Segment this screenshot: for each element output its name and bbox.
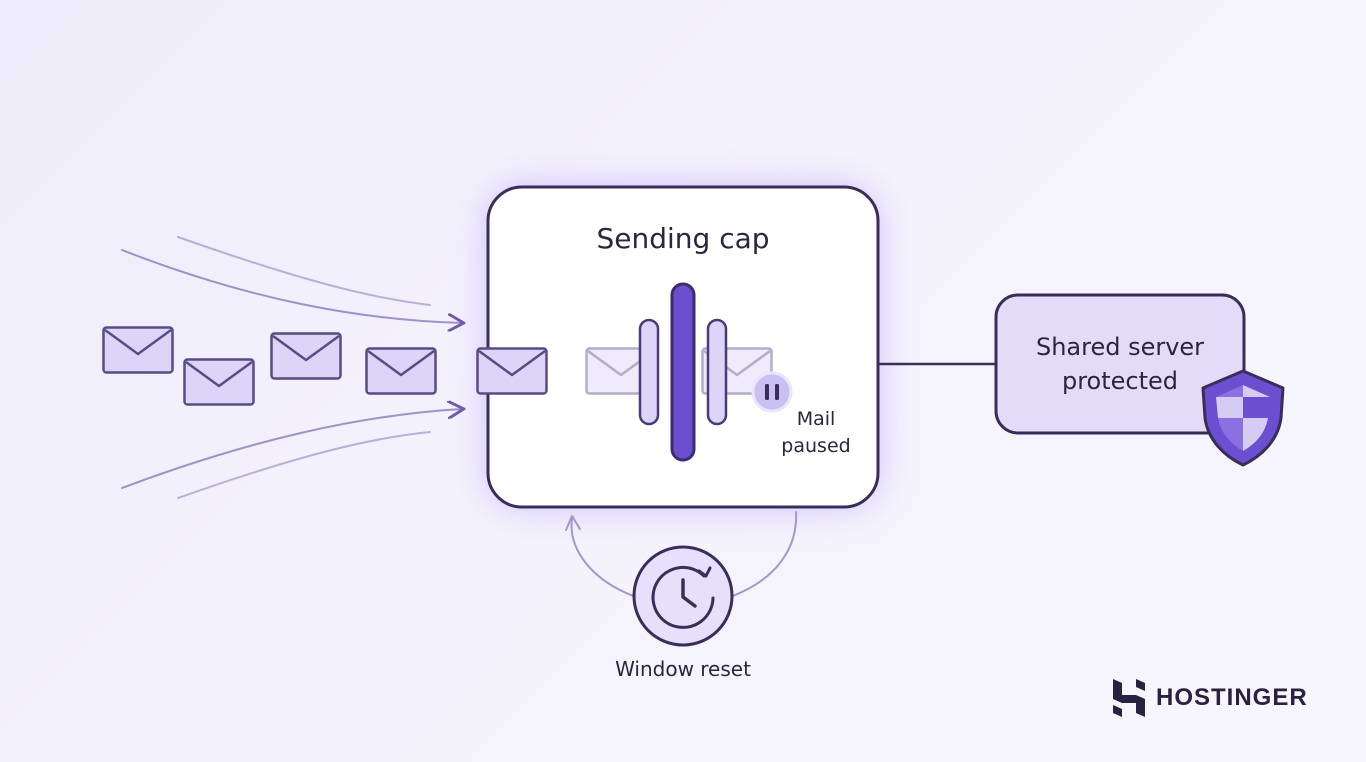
throttle-bar [638, 318, 660, 426]
shield-icon [1201, 369, 1285, 467]
brand-name: HOSTINGER [1156, 684, 1308, 711]
flow-line [177, 236, 431, 306]
sending-cap-title: Sending cap [596, 222, 770, 255]
window-reset-label: Window reset [615, 657, 751, 681]
clock-reset-icon [632, 545, 734, 647]
envelope-icon [365, 347, 437, 395]
reset-arc-arrowhead [565, 515, 581, 531]
envelope-icon [102, 326, 174, 374]
throttle-bar [706, 318, 728, 426]
shared-server-box [994, 293, 1246, 435]
envelope-icon [270, 332, 342, 380]
flow-line [177, 431, 431, 499]
shared-server-label: Shared server protected [1035, 333, 1205, 395]
flow-line [121, 409, 462, 489]
incoming-flow-lines [121, 236, 462, 499]
mail-paused-label: Mail paused [781, 408, 851, 457]
hostinger-logo-icon [1113, 679, 1145, 717]
reset-arc [570, 517, 637, 598]
flow-line [121, 249, 462, 323]
pause-icon [751, 371, 793, 413]
envelope-icon [476, 347, 548, 395]
brand-logo: HOSTINGER [1112, 676, 1308, 720]
envelope-icon [183, 358, 255, 406]
throttle-bar-main [670, 282, 696, 462]
reset-arc [729, 511, 798, 598]
